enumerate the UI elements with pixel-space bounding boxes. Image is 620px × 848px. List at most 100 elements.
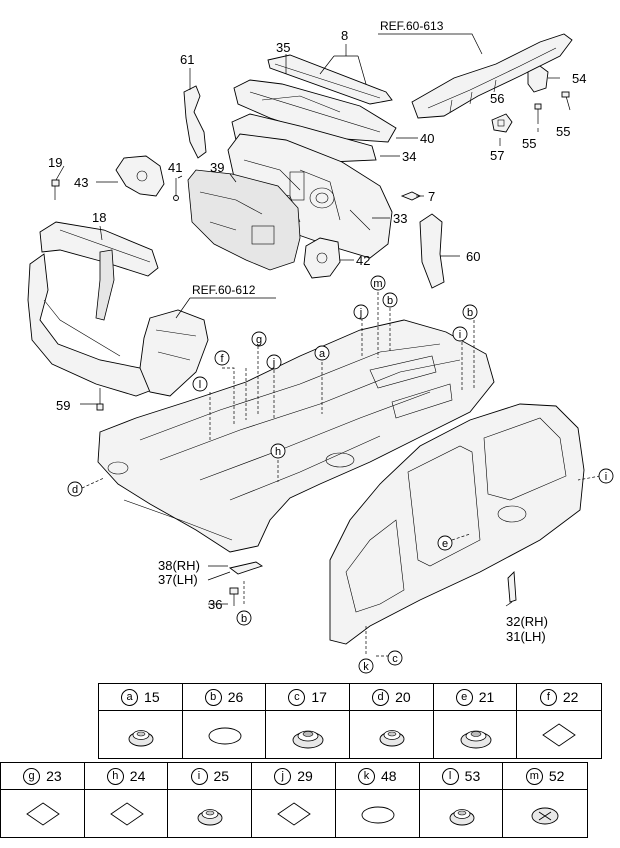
svg-text:j: j [272,357,275,369]
label-18: 18 [92,210,106,225]
callout-c: c [387,650,403,666]
label-41: 41 [168,160,182,175]
svg-text:l: l [199,379,201,391]
callout-a: a [314,345,330,361]
callout-h: h [270,443,286,459]
legend-part-number: 22 [562,689,579,705]
pillar-reinforcement-60 [419,213,445,289]
label-39: 39 [210,160,224,175]
bolt-59 [96,388,104,411]
svg-text:b: b [241,613,247,625]
label-56: 56 [490,91,504,106]
label-32: 32(RH) [506,614,548,629]
legend-icon-cell [350,711,434,758]
label-57: 57 [490,148,504,163]
ref-60-612: REF.60-612 [192,283,256,297]
legend-letter: j [274,767,292,785]
label-55b: 55 [556,124,570,139]
bolt-19 [51,179,60,200]
part-labels: 8 35 61 40 34 19 43 41 39 7 33 18 60 42 … [48,28,586,644]
label-59: 59 [56,398,70,413]
pin-41 [173,178,179,201]
legend-letter: e [455,688,473,706]
cowl-upper-panel [233,79,397,143]
legend-part-number: 29 [297,768,313,784]
svg-text:d: d [72,484,78,496]
legend-icon-cell [503,790,587,837]
legend-part-number: 23 [46,768,62,784]
legend-icon-cell [420,790,504,837]
svg-text:k: k [363,661,369,673]
legend-cell-m: m 52 [503,763,587,789]
ref-60-613: REF.60-613 [380,19,444,33]
label-36: 36 [208,597,222,612]
legend-icon-cell [266,711,351,758]
bracket-54 [527,65,549,93]
bracket-42 [303,237,341,279]
svg-text:g: g [256,334,262,346]
label-35: 35 [276,40,290,55]
callout-b3: b [236,610,252,626]
front-side-member [139,309,209,397]
svg-text:b: b [387,295,393,307]
grommet-icon [197,809,223,826]
label-38: 38(RH) [158,558,200,573]
legend-letter: k [357,767,375,785]
legend-icon-row [0,789,588,838]
grommet-icon [128,730,154,747]
legend-icon-cell [85,790,169,837]
legend-part-number: 24 [129,768,146,784]
legend-letter: c [288,688,306,706]
bracket-43 [115,155,165,197]
legend-cell-j: j 29 [252,763,336,789]
callout-b2: b [462,304,478,320]
label-8: 8 [341,28,348,43]
label-19: 19 [48,155,62,170]
bracket-56 [491,113,513,133]
label-40: 40 [420,131,434,146]
callout-letters: m b b j i g f j a l h d i e b k c [67,275,614,674]
grommet-icon [449,809,475,826]
side-body-panel [329,403,585,645]
oval-plug-icon [208,727,242,745]
parts-exploded-diagram: 8 35 61 40 34 19 43 41 39 7 33 18 60 42 … [27,19,614,674]
callout-j2: j [266,354,282,370]
label-7: 7 [428,189,435,204]
diamond-seal-icon [277,802,311,826]
diamond-seal-icon [26,802,60,826]
legend-icon-cell [252,790,336,837]
label-55a: 55 [522,136,536,151]
svg-text:h: h [275,446,281,458]
dash-insulator [187,169,301,271]
legend-part-number: 52 [548,768,565,784]
legend-cell-e: e 21 [434,684,518,710]
callout-d: d [67,481,83,497]
legend-part-number: 48 [380,768,397,784]
label-60: 60 [466,249,480,264]
legend-icon-cell [434,711,518,758]
label-31: 31(LH) [506,629,546,644]
svg-text:f: f [220,353,224,365]
legend-icon-cell [517,711,601,758]
legend-part-number: 21 [478,689,495,705]
callout-j1: j [353,304,369,320]
leader-lines [55,33,560,607]
legend-letter: m [525,767,543,785]
callout-i2: i [598,468,614,484]
legend-letter: h [106,767,124,785]
callout-i1: i [452,326,468,342]
diamond-seal-icon [542,723,577,747]
legend-part-number: 53 [464,768,481,784]
svg-text:e: e [442,538,448,550]
svg-text:j: j [359,307,362,319]
legend-part-number: 25 [213,768,230,784]
pillar-bracket-61 [183,85,207,159]
svg-text:c: c [392,653,398,665]
legend-part-number: 26 [227,689,244,705]
